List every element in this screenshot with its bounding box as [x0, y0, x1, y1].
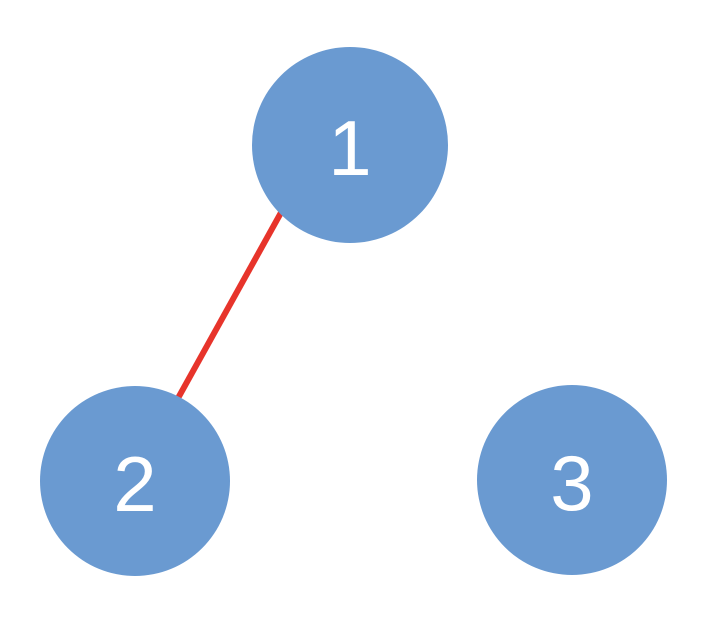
graph-node-2[interactable] [40, 386, 230, 576]
graph-node-1[interactable] [252, 47, 448, 243]
graph-edge-1-2[interactable] [169, 198, 291, 411]
graph-node-3[interactable] [477, 385, 667, 575]
